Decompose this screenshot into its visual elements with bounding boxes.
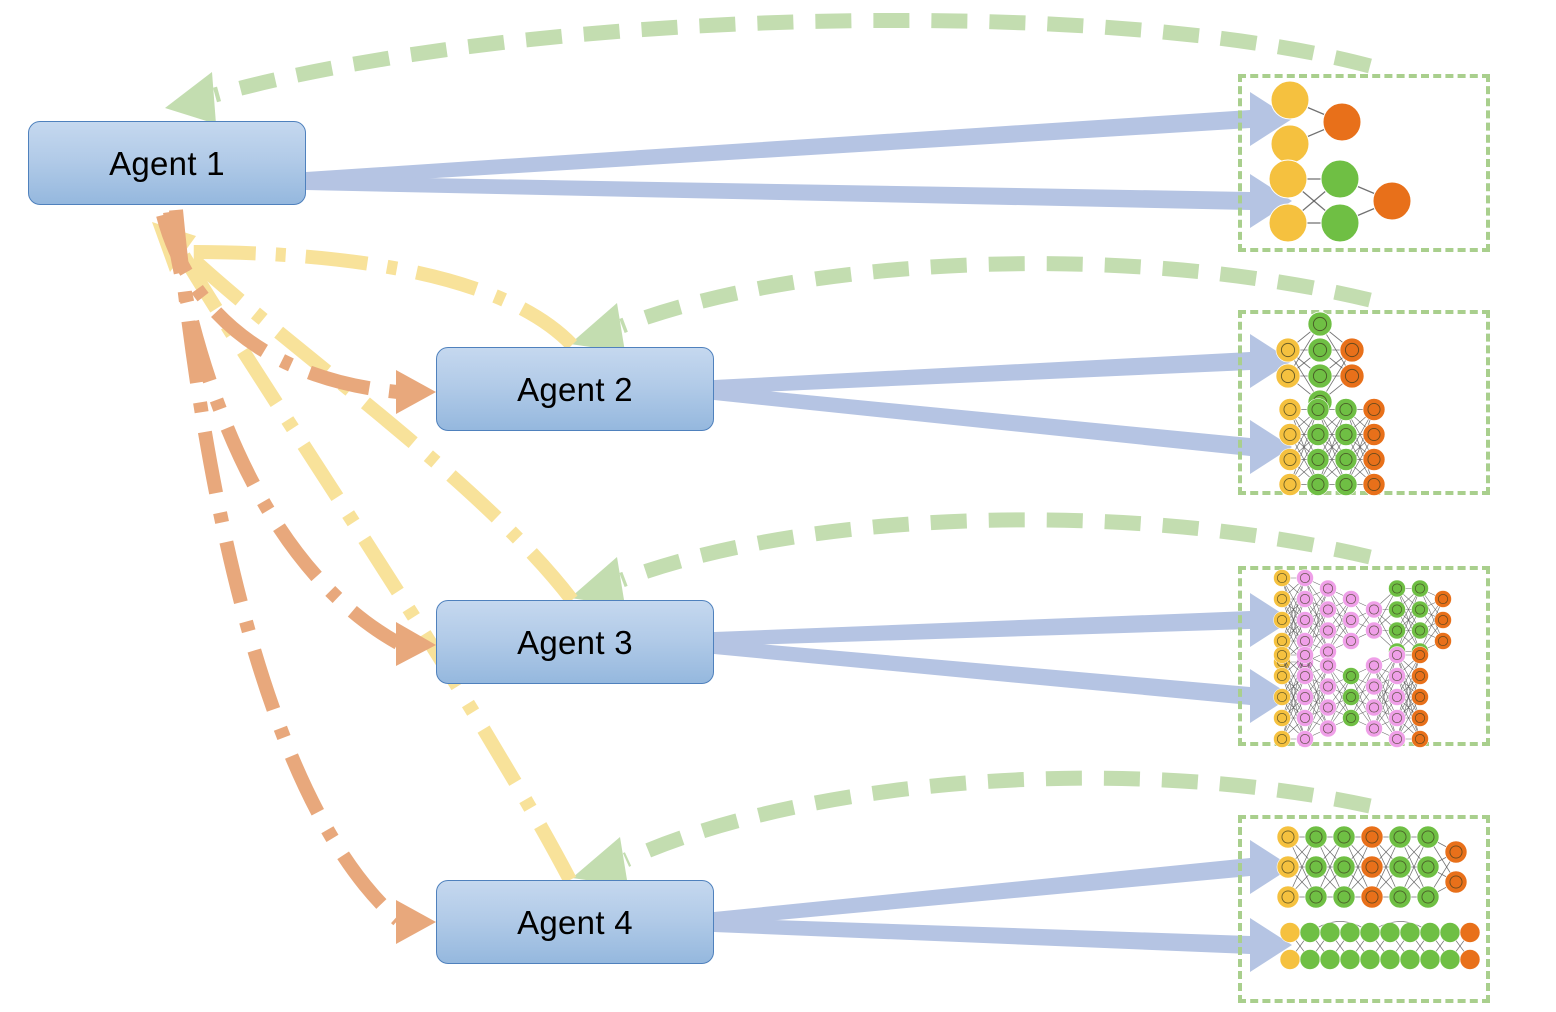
agent-box-4[interactable]: Agent 4	[436, 880, 714, 964]
network-panel-agent3	[1238, 566, 1490, 746]
neural-network-net-1a	[1270, 80, 1362, 164]
upstream-arrow-agent2-agent1	[189, 245, 578, 350]
downstream-arrow-agent1-agent4	[169, 209, 403, 926]
agent-box-1[interactable]: Agent 1	[28, 121, 306, 205]
agent-label-2: Agent 2	[517, 370, 633, 408]
downstream-arrowhead-agent2	[396, 370, 436, 414]
neural-network-net-4a	[1276, 825, 1468, 909]
feedback-arrowhead-agent4	[572, 837, 628, 886]
generation-arrow-agent2-net2	[714, 386, 1292, 474]
feedback-arrow-panel2-agent2	[619, 256, 1372, 334]
generation-arrow-agent3-net2	[714, 640, 1292, 723]
upstream-arrow-agent3-agent1	[178, 244, 578, 605]
feedback-arrow-panel1-agent1	[212, 12, 1372, 103]
feedback-arrow-panel3-agent3	[619, 512, 1372, 588]
agent-box-3[interactable]: Agent 3	[436, 600, 714, 684]
agent-label-3: Agent 3	[517, 623, 633, 661]
agent-label-4: Agent 4	[517, 903, 633, 941]
downstream-arrow-agent1-agent3	[163, 210, 402, 650]
feedback-arrowhead-agent1	[165, 72, 216, 124]
network-panel-agent1	[1238, 74, 1490, 252]
agent-label-1: Agent 1	[109, 144, 225, 182]
generation-arrow-agent3-net1	[714, 593, 1292, 647]
feedback-arrow-panel4-agent4	[622, 770, 1372, 867]
generation-arrow-agent2-net1	[714, 334, 1292, 394]
network-panel-agent2	[1238, 310, 1490, 495]
neural-network-net-3b	[1273, 646, 1429, 748]
blue-generation-arrows	[306, 92, 1292, 972]
neural-network-net-2b	[1278, 398, 1386, 496]
neural-network-net-4b	[1279, 921, 1481, 970]
upstream-arrow-agent4-agent1	[173, 246, 577, 884]
feedback-arrowhead-agent2	[570, 303, 625, 352]
neural-network-net-1b	[1268, 159, 1412, 243]
downstream-arrowhead-agent4	[396, 900, 436, 944]
orange-downstream-arrows	[156, 209, 436, 944]
network-panel-agent4	[1238, 815, 1490, 1003]
green-feedback-arrows	[165, 12, 1372, 886]
neural-network-net-3a	[1273, 569, 1452, 671]
downstream-arrowhead-agent3	[396, 622, 436, 666]
feedback-arrowhead-agent3	[570, 557, 625, 606]
generation-arrow-agent4-net1	[714, 840, 1292, 926]
generation-arrow-agent1-net2	[306, 174, 1292, 228]
agent-box-2[interactable]: Agent 2	[436, 347, 714, 431]
generation-arrow-agent1-net1	[306, 92, 1292, 186]
neural-network-net-2a	[1275, 311, 1365, 415]
generation-arrow-agent4-net2	[714, 918, 1292, 972]
